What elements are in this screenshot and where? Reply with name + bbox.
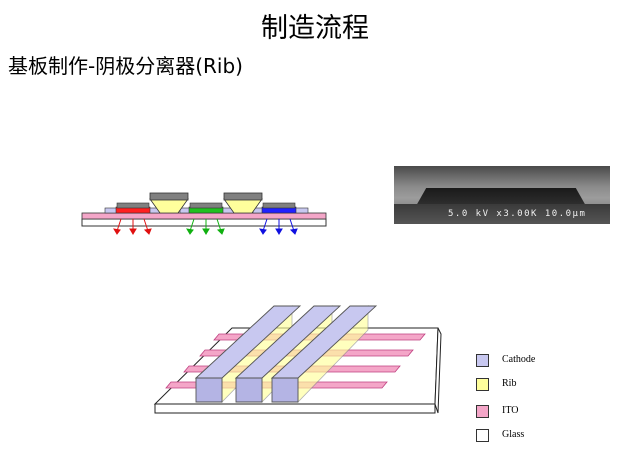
red-emission-arrows — [113, 218, 152, 235]
page-title: 制造流程 — [261, 13, 369, 44]
blue-pixel-cathode — [262, 202, 296, 209]
legend-label: Cathode — [502, 354, 536, 365]
glass-plate-side — [434, 327, 442, 414]
sem-substrate — [394, 204, 610, 224]
cathode-side — [195, 377, 223, 403]
rib-cross-section-image — [416, 188, 586, 206]
legend-swatch — [476, 429, 489, 442]
rib-1-cathode — [149, 192, 189, 201]
legend-swatch — [476, 378, 489, 391]
legend-label: ITO — [502, 405, 519, 416]
glass-plate-front — [154, 403, 436, 414]
green-pixel-cathode — [189, 202, 223, 209]
blue-emission-arrows — [259, 218, 298, 235]
cathode-strips — [194, 305, 378, 403]
cathode-side — [235, 377, 263, 403]
cathode-side — [271, 377, 299, 403]
green-emission-arrows — [186, 218, 225, 235]
red-pixel-cathode — [116, 202, 150, 209]
legend-label: Rib — [502, 378, 517, 389]
sem-caption: 5.0 kV x3.00K 10.0µm — [448, 209, 587, 219]
legend-swatch — [476, 405, 489, 418]
page-subtitle: 基板制作-阴极分离器(Rib) — [8, 54, 243, 78]
legend-label: Glass — [502, 429, 525, 440]
rib-2-cathode — [223, 192, 263, 201]
legend-swatch — [476, 354, 489, 367]
sem-micrograph: 5.0 kV x3.00K 10.0µm — [394, 166, 610, 224]
